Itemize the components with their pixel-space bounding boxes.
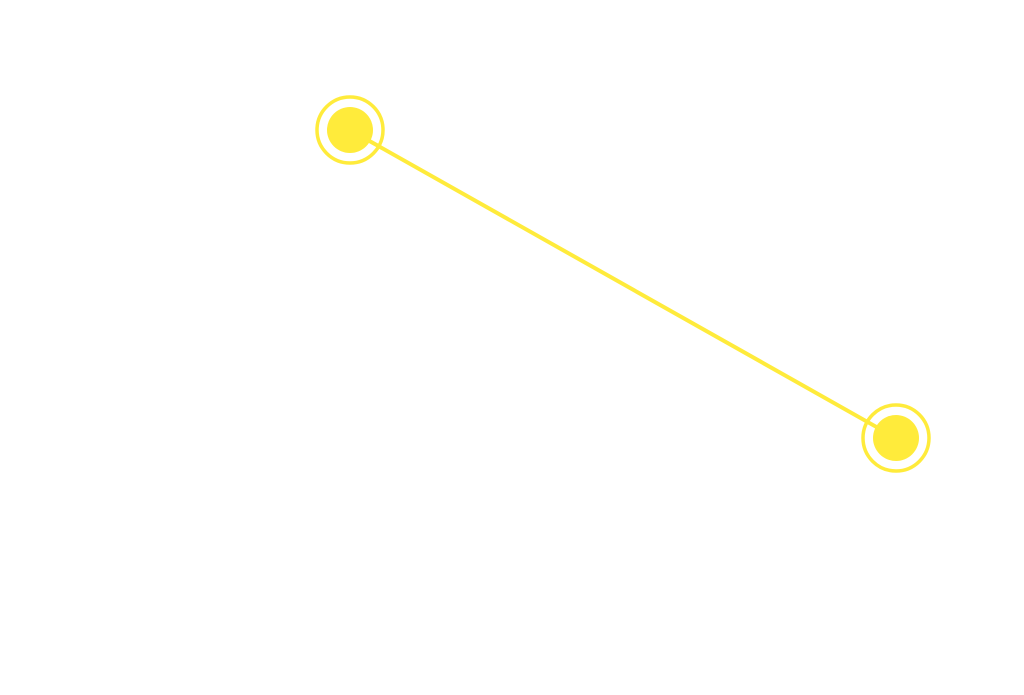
drag-start-ring	[315, 95, 385, 165]
drag-start-dot	[327, 107, 373, 153]
drag-path-line	[348, 128, 898, 440]
drag-end-handle[interactable]	[861, 403, 931, 473]
drag-end-ring	[861, 403, 931, 473]
drag-start-handle[interactable]	[315, 95, 385, 165]
drag-end-dot	[873, 415, 919, 461]
